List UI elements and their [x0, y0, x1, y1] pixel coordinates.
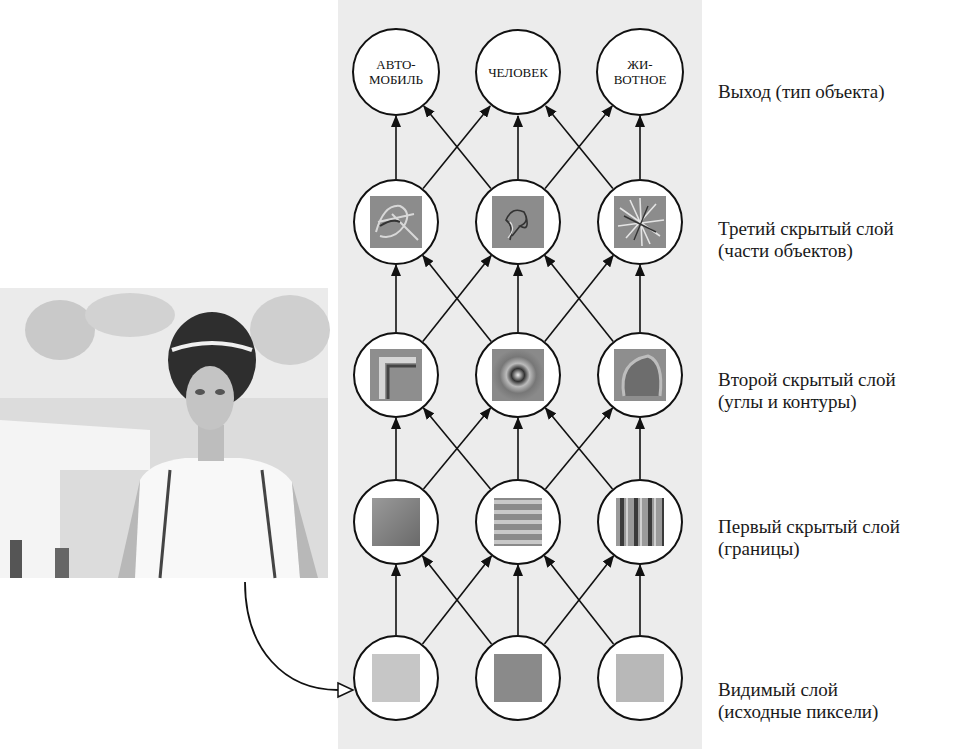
layer-arrow — [639, 265, 641, 332]
output-circle: ЧЕЛОВЕК — [475, 29, 561, 115]
layer-arrow — [395, 116, 397, 179]
layer-caption: Третий скрытый слой (части объектов) — [718, 218, 901, 262]
output-circle: АВТО- МОБИЛЬ — [352, 28, 440, 116]
visible-layer — [354, 636, 682, 720]
first-layer — [354, 480, 682, 564]
layer-arrow — [545, 556, 614, 644]
panel-ground — [338, 0, 702, 749]
layer-arrow — [424, 408, 491, 489]
layer-arrow — [639, 116, 641, 179]
layer-arrow — [424, 106, 491, 189]
layer-caption: Второй скрытый слой (углы и контуры) — [718, 369, 903, 413]
layer-arrow — [639, 418, 641, 479]
layer-arrow — [517, 265, 519, 332]
layer-arrow — [395, 418, 397, 479]
layer-arrow — [423, 556, 492, 644]
layer-arrow — [546, 408, 613, 489]
output-label: ЖИ- ВОТНОЕ — [604, 57, 676, 87]
layer-caption: Видимый слой (исходные пиксели) — [718, 679, 881, 723]
output-label: ЧЕЛОВЕК — [488, 65, 548, 80]
layer-caption: Выход (тип объекта) — [718, 81, 885, 103]
layer-arrow — [517, 565, 519, 635]
open-arrowhead — [338, 683, 353, 697]
layer-arrow — [545, 556, 614, 644]
layer-arrow — [395, 265, 397, 332]
layer-arrow — [546, 106, 613, 189]
layer-arrow — [517, 116, 519, 179]
layer-arrow — [423, 106, 490, 189]
layer-caption: Первый скрытый слой (границы) — [718, 516, 907, 560]
output-circle: ЖИ- ВОТНОЕ — [596, 28, 684, 116]
output-label: АВТО- МОБИЛЬ — [360, 57, 432, 87]
layer-arrow — [545, 256, 613, 342]
layer-arrow — [423, 256, 491, 342]
layer-arrow — [424, 408, 491, 489]
third-layer — [354, 180, 682, 264]
layer-arrow — [545, 256, 613, 342]
layer-arrow — [517, 418, 519, 479]
layer-arrow — [395, 565, 397, 635]
layer-arrow — [639, 565, 641, 635]
second-layer — [354, 333, 682, 417]
layer-arrow — [423, 256, 491, 342]
input-arrow — [245, 582, 338, 690]
input-photo — [0, 288, 330, 578]
layer-arrow — [545, 106, 612, 189]
layer-arrow — [423, 556, 492, 644]
layer-arrow — [546, 408, 613, 489]
